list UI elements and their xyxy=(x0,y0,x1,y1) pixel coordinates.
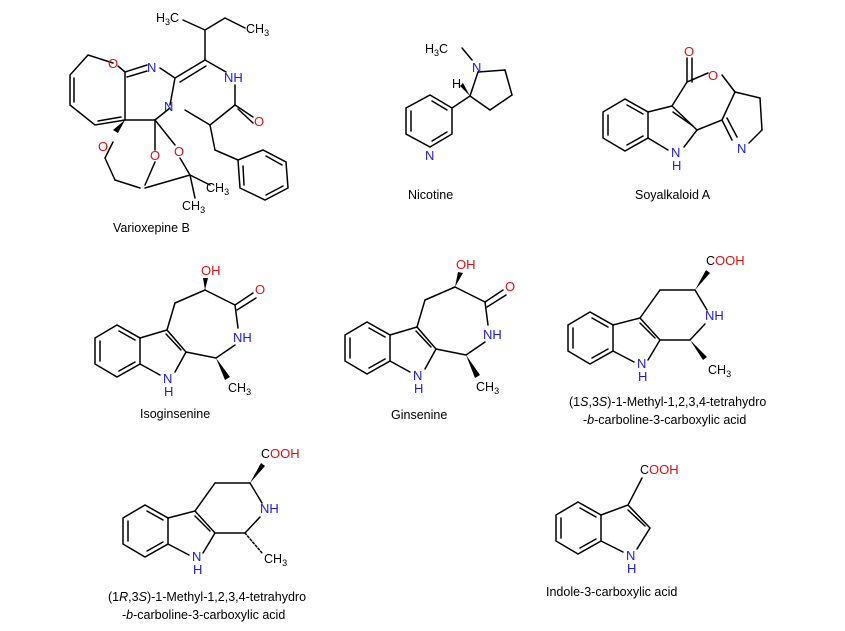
atom-o-bridge-3: O xyxy=(174,144,184,159)
atom-nh: NH xyxy=(483,327,502,342)
label-cooh: COOH xyxy=(706,253,745,268)
atom-n: N xyxy=(737,141,746,156)
atom-h: H xyxy=(452,77,461,91)
atom-indole-n: N xyxy=(163,371,172,386)
compound-name-varioxepine-b: Varioxepine B xyxy=(113,221,190,235)
compound-name-line1: (1R,3S)-1-Methyl-1,2,3,4-tetrahydro xyxy=(108,590,306,604)
atom-n-methyl: N xyxy=(472,60,481,75)
label-ch3-ethyl: CH3 xyxy=(246,22,269,38)
atom-nh-h: H xyxy=(672,158,681,173)
compound-name-line2: -b-carboline-3-carboxylic acid xyxy=(122,608,285,622)
label-ch3-gem-2: CH3 xyxy=(182,199,205,215)
atom-indole-h: H xyxy=(164,384,173,399)
atom-o: O xyxy=(505,279,515,294)
atom-oh: OH xyxy=(456,257,476,272)
atom-o-bridge-1: O xyxy=(98,139,108,154)
atom-n: N xyxy=(626,548,635,563)
label-ch3: CH3 xyxy=(708,363,731,379)
atom-oh: OH xyxy=(201,263,221,278)
atom-nh: NH xyxy=(224,70,243,85)
atom-indole-n: N xyxy=(637,356,646,371)
label-cooh: COOH xyxy=(261,446,300,461)
label-cooh: COOH xyxy=(640,462,679,477)
atom-indole-h: H xyxy=(638,369,647,384)
compound-name-soyalkaloid-a: Soyalkaloid A xyxy=(635,188,711,202)
compound-name-line1: (1S,3S)-1-Methyl-1,2,3,4-tetrahydro xyxy=(569,395,766,409)
atom-o-carbonyl: O xyxy=(684,44,694,59)
label-ch3: CH3 xyxy=(476,380,499,396)
atom-nh: NH xyxy=(705,308,724,323)
label-ch3: CH3 xyxy=(228,381,251,397)
label-ch3: CH3 xyxy=(264,552,287,568)
compound-name-isoginsenine: Isoginsenine xyxy=(140,407,210,421)
structure-nicotine: H3C N H N Nicotine xyxy=(405,42,513,202)
label-h3c: H3C xyxy=(425,42,448,58)
atom-indole-h: H xyxy=(414,381,423,396)
atom-n: N xyxy=(147,60,156,75)
atom-nh: NH xyxy=(260,501,279,516)
atom-o-carbonyl: O xyxy=(254,114,264,129)
compound-name-line2: -b-carboline-3-carboxylic acid xyxy=(583,413,746,427)
atom-n-pyridine: N xyxy=(425,148,434,163)
label-h3c: H3C xyxy=(156,11,179,27)
atom-h: H xyxy=(627,561,636,576)
atom-indole-n: N xyxy=(192,549,201,564)
structure-carboline-1r3s: COOH NH N H CH3 (1R,3S)-1-Methyl-1,2,3,4… xyxy=(108,446,306,622)
structure-isoginsenine: OH O NH N H CH3 Isoginsenine xyxy=(94,263,265,421)
atom-nh-n: N xyxy=(671,145,680,160)
compound-name-nicotine: Nicotine xyxy=(408,188,453,202)
atom-o-bridge-2: O xyxy=(150,148,160,163)
label-ch3-gem-1: CH3 xyxy=(206,181,229,197)
atom-indole-n: N xyxy=(413,368,422,383)
compound-name-indole-3-carboxylic-acid: Indole-3-carboxylic acid xyxy=(546,585,677,599)
atom-o: O xyxy=(255,282,265,297)
structure-varioxepine-b: O N NH N O O O O H3C CH3 CH3 CH3 Varioxe… xyxy=(69,11,289,235)
atom-o-ring: O xyxy=(108,56,118,71)
atom-indole-h: H xyxy=(193,562,202,577)
compound-name-ginsenine: Ginsenine xyxy=(391,408,447,422)
structure-carboline-1s3s: COOH NH N H CH3 (1S,3S)-1-Methyl-1,2,3,4… xyxy=(567,253,766,427)
structure-indole-3-carboxylic-acid: COOH N H Indole-3-carboxylic acid xyxy=(546,462,679,599)
atom-nh: NH xyxy=(233,330,252,345)
atom-n2: N xyxy=(164,99,173,114)
atom-o-ring: O xyxy=(708,68,718,83)
structure-soyalkaloid-a: O O N N H Soyalkaloid A xyxy=(602,44,763,202)
structure-ginsenine: OH O NH N H CH3 Ginsenine xyxy=(344,257,515,422)
